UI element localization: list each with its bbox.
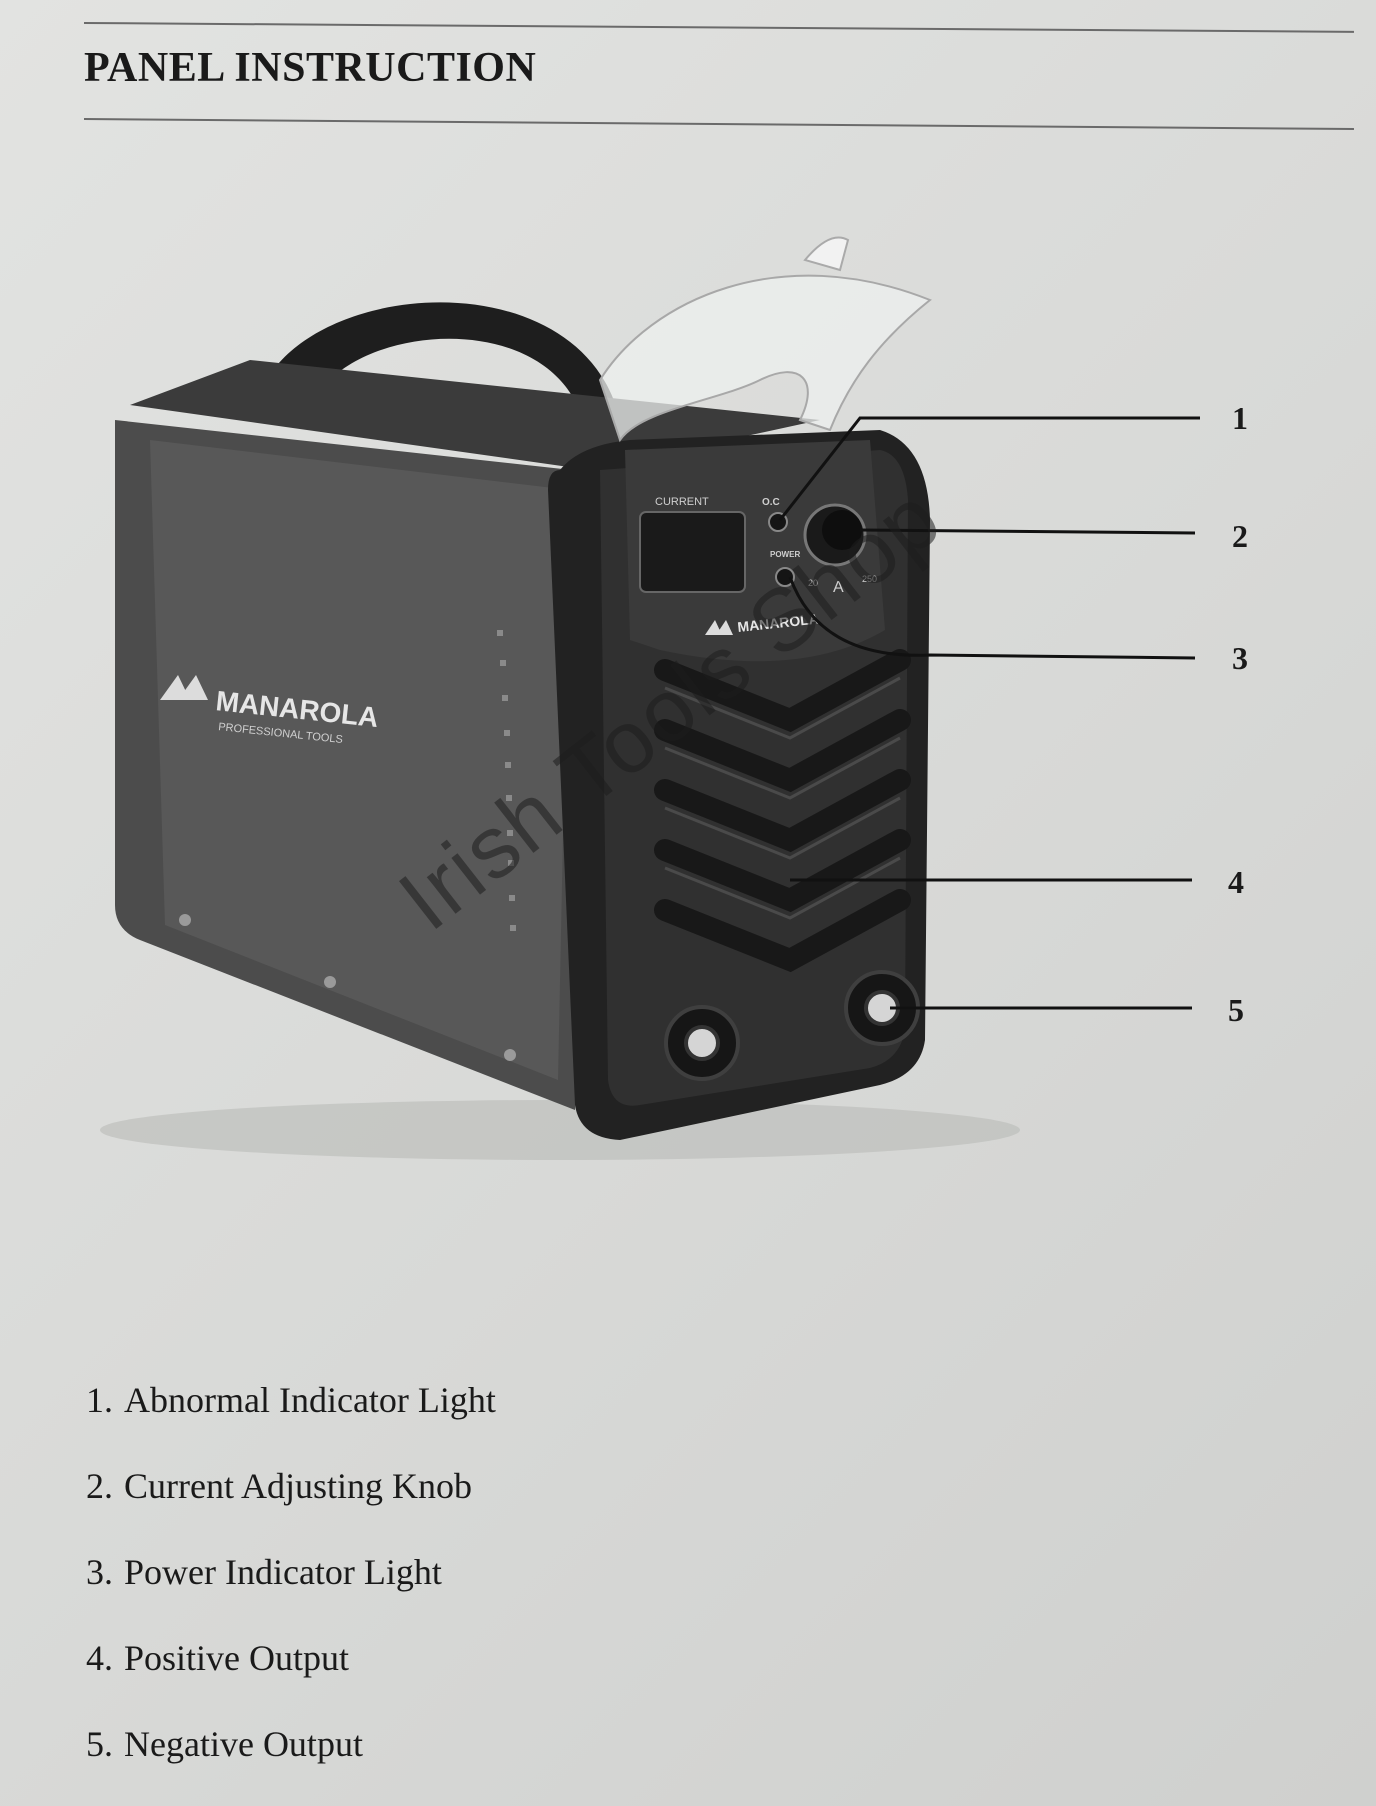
machine-shadow xyxy=(100,1100,1020,1160)
current-label: CURRENT xyxy=(655,496,709,508)
legend-label: Negative Output xyxy=(124,1724,363,1764)
front-vents xyxy=(654,649,911,973)
machine-side-inset xyxy=(150,440,570,1080)
callout-2: 2 xyxy=(1232,518,1248,554)
legend-number: 1. xyxy=(86,1380,113,1420)
side-vents xyxy=(497,630,516,931)
callout-1: 1 xyxy=(1232,400,1248,436)
callout-3: 3 xyxy=(1232,640,1248,676)
legend-number: 5. xyxy=(86,1724,113,1764)
screw-icon xyxy=(324,976,336,988)
screw-icon xyxy=(179,914,191,926)
page-title: PANEL INSTRUCTION xyxy=(84,45,537,91)
knob-unit-label: A xyxy=(833,579,844,596)
legend-item: 1. Abnormal Indicator Light xyxy=(86,1370,496,1456)
legend-label: Abnormal Indicator Light xyxy=(124,1380,496,1420)
legend-label: Current Adjusting Knob xyxy=(124,1466,472,1506)
power-indicator-light-icon xyxy=(775,567,795,587)
legend-item: 2. Current Adjusting Knob xyxy=(86,1456,496,1542)
legend-number: 2. xyxy=(86,1466,113,1506)
knob-min-label: 20 xyxy=(808,578,818,588)
component-legend: 1. Abnormal Indicator Light 2. Current Adj… xyxy=(86,1370,496,1800)
welder-illustration: MANAROLA PROFESSIONAL TOOLS CURRENT O.C … xyxy=(100,236,1200,1160)
screw-icon xyxy=(504,1049,516,1061)
legend-number: 3. xyxy=(86,1552,113,1592)
power-label: POWER xyxy=(770,550,800,559)
knob-cap xyxy=(822,510,862,550)
cover-tab xyxy=(803,236,850,272)
display-cover xyxy=(598,274,932,443)
legend-item: 3. Power Indicator Light xyxy=(86,1542,496,1628)
knob-max-label: 250 xyxy=(862,574,877,584)
control-panel xyxy=(625,440,885,662)
legend-number: 4. xyxy=(86,1638,113,1678)
current-display xyxy=(639,511,746,593)
legend-label: Power Indicator Light xyxy=(124,1552,442,1592)
callout-leader-lines xyxy=(778,416,1200,1010)
vent-highlights xyxy=(664,676,901,920)
callout-5: 5 xyxy=(1228,992,1244,1028)
abnormal-label: O.C xyxy=(762,497,780,508)
legend-item: 4. Positive Output xyxy=(86,1628,496,1714)
negative-output-icon xyxy=(684,1025,720,1061)
callout-4: 4 xyxy=(1228,864,1244,900)
carry-handle-icon xyxy=(255,302,620,430)
legend-item: 5. Negative Output xyxy=(86,1714,496,1800)
legend-label: Positive Output xyxy=(124,1638,350,1678)
